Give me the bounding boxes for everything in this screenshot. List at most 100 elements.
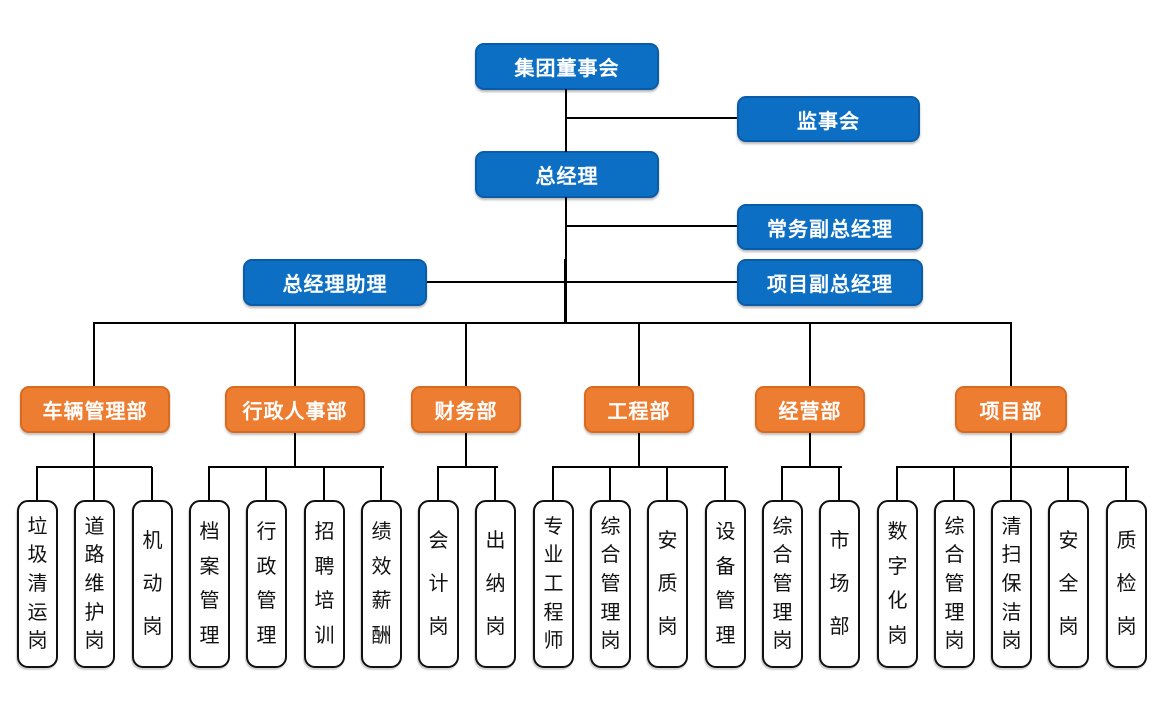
connector-line xyxy=(1010,323,1012,386)
post-label: 清扫保洁岗 xyxy=(993,502,1030,666)
post-label-char: 行 xyxy=(256,521,277,544)
post-label-char: 字 xyxy=(887,555,908,578)
post-label-char: 综 xyxy=(600,515,621,538)
connector-line xyxy=(809,323,811,386)
post-label-char: 岗 xyxy=(428,616,449,638)
post-label-char: 道 xyxy=(84,515,105,538)
post-label: 数字化岗 xyxy=(879,502,916,666)
node-label: 总经理 xyxy=(535,166,599,188)
post-label-char: 合 xyxy=(944,544,965,567)
post-label: 道路维护岗 xyxy=(76,502,113,666)
post-label-char: 综 xyxy=(772,515,793,538)
post-label-char: 岗 xyxy=(142,616,163,638)
post-label-char: 岗 xyxy=(600,630,621,653)
dept-label: 车辆管理部 xyxy=(42,401,148,423)
post-label-char: 理 xyxy=(256,624,277,647)
node-project-deputy-gm: 项目副总经理 xyxy=(737,259,923,306)
post-label-char: 清 xyxy=(27,572,48,595)
connector-line xyxy=(93,322,1012,324)
post-label-char: 会 xyxy=(428,530,449,552)
post-safety-quality: 安质岗 xyxy=(647,500,688,668)
post-sweeping-cleaning: 清扫保洁岗 xyxy=(991,500,1032,668)
post-mobile: 机动岗 xyxy=(132,500,173,668)
post-label-char: 扫 xyxy=(1001,544,1022,567)
post-label-char: 岗 xyxy=(887,624,908,647)
node-label: 集团董事会 xyxy=(514,58,620,80)
post-label-char: 理 xyxy=(944,601,965,624)
post-label-char: 程 xyxy=(543,601,564,624)
post-label-char: 岗 xyxy=(657,616,678,638)
post-general-management-proj: 综合管理岗 xyxy=(934,500,975,668)
post-label-char: 招 xyxy=(314,521,335,544)
post-label-char: 圾 xyxy=(27,544,48,567)
post-label: 行政管理 xyxy=(248,502,285,666)
dept-label: 财务部 xyxy=(434,401,498,423)
connector-line xyxy=(953,467,955,500)
connector-line xyxy=(781,466,842,468)
connector-line xyxy=(565,89,567,152)
post-label-char: 化 xyxy=(887,590,908,613)
post-label-char: 设 xyxy=(715,521,736,544)
post-market: 市场部 xyxy=(819,500,860,668)
post-label-char: 出 xyxy=(485,530,506,552)
node-label: 监事会 xyxy=(797,110,860,133)
post-label-char: 检 xyxy=(1116,573,1137,595)
post-label-char: 聘 xyxy=(314,555,335,578)
node-label: 项目副总经理 xyxy=(767,274,893,296)
post-label: 机动岗 xyxy=(134,502,171,666)
connector-line xyxy=(896,467,898,500)
post-accounting: 会计岗 xyxy=(418,500,459,668)
post-label-char: 合 xyxy=(772,544,793,567)
connector-line xyxy=(36,467,38,500)
post-label: 质检岗 xyxy=(1108,502,1145,666)
post-label-char: 场 xyxy=(829,573,850,595)
post-label: 招聘培训 xyxy=(306,502,343,666)
post-general-management-eng: 综合管理岗 xyxy=(590,500,631,668)
post-label-char: 动 xyxy=(142,573,163,595)
post-label: 绩效薪酬 xyxy=(363,502,400,666)
connector-line xyxy=(666,467,668,500)
dept-label: 工程部 xyxy=(607,401,671,423)
connector-line xyxy=(323,467,325,500)
connector-line xyxy=(609,467,611,500)
post-label-char: 合 xyxy=(600,544,621,567)
connector-line xyxy=(564,259,567,324)
post-label-char: 路 xyxy=(84,544,105,567)
post-label: 垃圾清运岗 xyxy=(19,502,56,666)
connector-line xyxy=(494,467,496,500)
dept-label: 项目部 xyxy=(979,401,1043,423)
post-label-char: 档 xyxy=(199,521,220,544)
post-label-char: 专 xyxy=(543,515,564,538)
node-supervisory-board: 监事会 xyxy=(737,96,920,142)
connector-line xyxy=(809,433,811,468)
post-label: 综合管理岗 xyxy=(936,502,973,666)
post-label-char: 理 xyxy=(772,601,793,624)
connector-line xyxy=(265,467,267,500)
connector-line xyxy=(638,433,640,468)
node-label: 总经理助理 xyxy=(282,274,388,296)
post-label: 安质岗 xyxy=(649,502,686,666)
connector-line xyxy=(1010,467,1012,500)
post-label-char: 管 xyxy=(715,590,736,613)
post-label-char: 绩 xyxy=(371,521,392,544)
connector-line xyxy=(93,433,95,468)
post-label-char: 岗 xyxy=(485,616,506,638)
dept-project: 项目部 xyxy=(955,386,1067,433)
post-label-char: 运 xyxy=(27,601,48,624)
post-label: 综合管理岗 xyxy=(764,502,801,666)
connector-line xyxy=(838,467,840,500)
connector-line xyxy=(1125,467,1127,500)
post-label: 设备管理 xyxy=(707,502,744,666)
post-label-char: 管 xyxy=(256,590,277,613)
post-label-char: 保 xyxy=(1001,572,1022,595)
connector-line xyxy=(427,281,737,283)
post-cashier: 出纳岗 xyxy=(475,500,516,668)
post-performance-payroll: 绩效薪酬 xyxy=(361,500,402,668)
post-label-char: 薪 xyxy=(371,590,392,613)
post-label-char: 工 xyxy=(543,572,564,595)
post-label-char: 全 xyxy=(1058,573,1079,595)
post-label-char: 部 xyxy=(829,616,850,638)
post-label: 安全岗 xyxy=(1050,502,1087,666)
connector-line xyxy=(294,433,296,468)
connector-line xyxy=(208,466,384,468)
